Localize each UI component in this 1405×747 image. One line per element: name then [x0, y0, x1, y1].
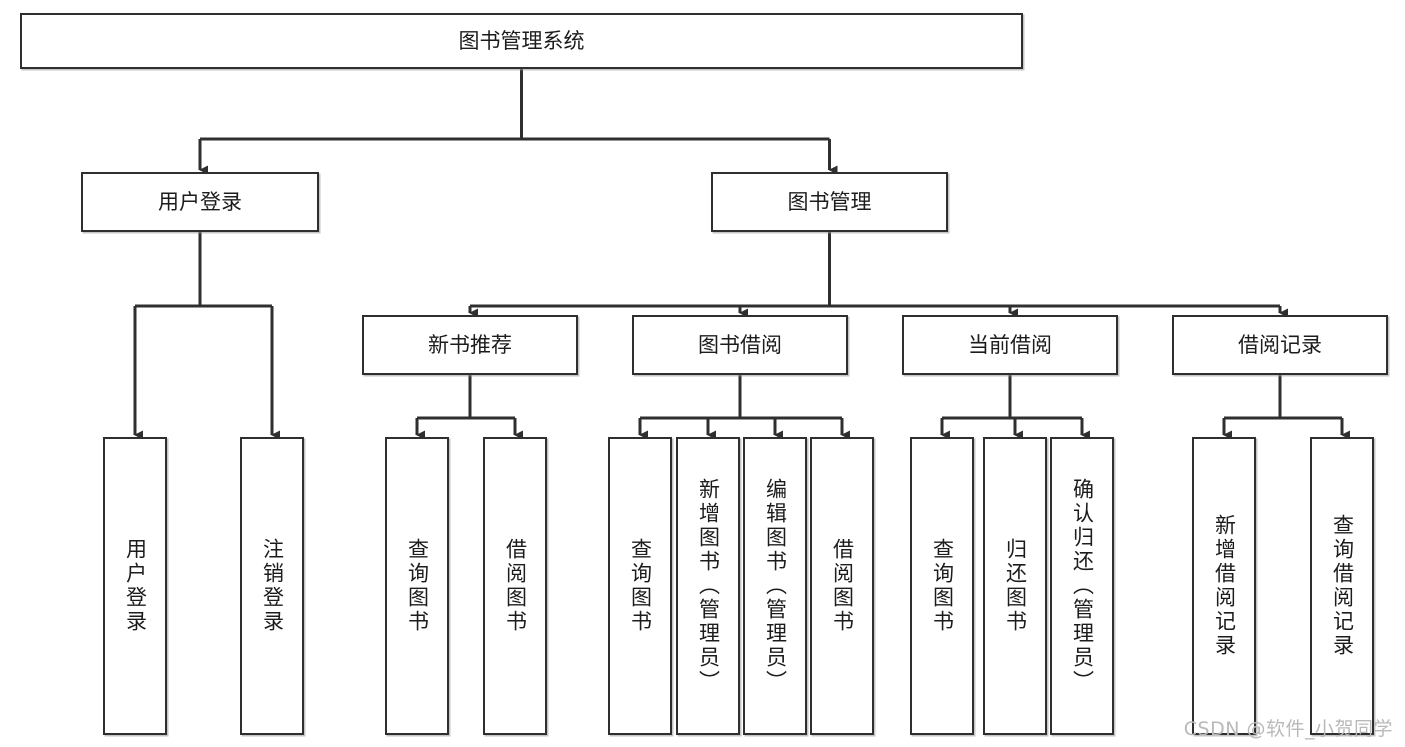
node-leaf-query-book-2[interactable]: 查询图书: [608, 437, 672, 735]
node-user-login[interactable]: 用户登录: [81, 172, 319, 232]
node-leaf-borrow-book-1[interactable]: 借阅图书: [483, 437, 547, 735]
node-label-leaf-return-book: 归还图书: [1003, 538, 1028, 634]
connector-paths: [133, 69, 1350, 440]
node-leaf-user-login[interactable]: 用户登录: [103, 437, 167, 735]
node-label-leaf-add-book: 新增图书（管理员）: [696, 478, 721, 694]
node-leaf-query-record[interactable]: 查询借阅记录: [1310, 437, 1374, 735]
node-label-book-manage: 图书管理: [787, 189, 872, 214]
node-current-borrow[interactable]: 当前借阅: [902, 315, 1118, 375]
node-leaf-return-book[interactable]: 归还图书: [983, 437, 1047, 735]
node-leaf-borrow-book-2[interactable]: 借阅图书: [810, 437, 874, 735]
node-label-leaf-borrow-book-2: 借阅图书: [830, 538, 855, 634]
node-label-book-borrow: 图书借阅: [698, 332, 782, 357]
node-leaf-add-book[interactable]: 新增图书（管理员）: [676, 437, 740, 735]
node-leaf-logout[interactable]: 注销登录: [240, 437, 304, 735]
node-book-borrow[interactable]: 图书借阅: [632, 315, 848, 375]
node-label-leaf-logout: 注销登录: [260, 538, 285, 634]
node-borrow-record[interactable]: 借阅记录: [1172, 315, 1388, 375]
node-label-leaf-query-book-3: 查询图书: [930, 538, 955, 634]
watermark-text: CSDN @软件_小贺同学: [1183, 718, 1393, 740]
node-leaf-edit-book[interactable]: 编辑图书（管理员）: [743, 437, 807, 735]
node-label-leaf-query-book-2: 查询图书: [628, 538, 653, 634]
node-label-leaf-borrow-book-1: 借阅图书: [503, 538, 528, 634]
node-label-leaf-query-record: 查询借阅记录: [1330, 514, 1355, 658]
node-book-manage[interactable]: 图书管理: [711, 172, 948, 232]
node-label-user-login: 用户登录: [158, 189, 242, 214]
node-label-current-borrow: 当前借阅: [968, 332, 1052, 357]
node-label-new-book-rec: 新书推荐: [428, 332, 512, 357]
node-label-leaf-query-book-1: 查询图书: [405, 538, 430, 634]
node-leaf-add-record[interactable]: 新增借阅记录: [1192, 437, 1256, 735]
node-label-leaf-confirm-return: 确认归还（管理员）: [1070, 478, 1095, 694]
node-label-leaf-user-login: 用户登录: [123, 538, 148, 634]
node-label-leaf-edit-book: 编辑图书（管理员）: [763, 478, 788, 694]
node-leaf-confirm-return[interactable]: 确认归还（管理员）: [1050, 437, 1114, 735]
node-new-book-rec[interactable]: 新书推荐: [362, 315, 578, 375]
node-label-leaf-add-record: 新增借阅记录: [1212, 514, 1237, 658]
node-label-root: 图书管理系统: [458, 28, 585, 53]
node-leaf-query-book-1[interactable]: 查询图书: [385, 437, 449, 735]
node-root[interactable]: 图书管理系统: [20, 13, 1023, 69]
node-label-borrow-record: 借阅记录: [1238, 332, 1322, 357]
node-leaf-query-book-3[interactable]: 查询图书: [910, 437, 974, 735]
